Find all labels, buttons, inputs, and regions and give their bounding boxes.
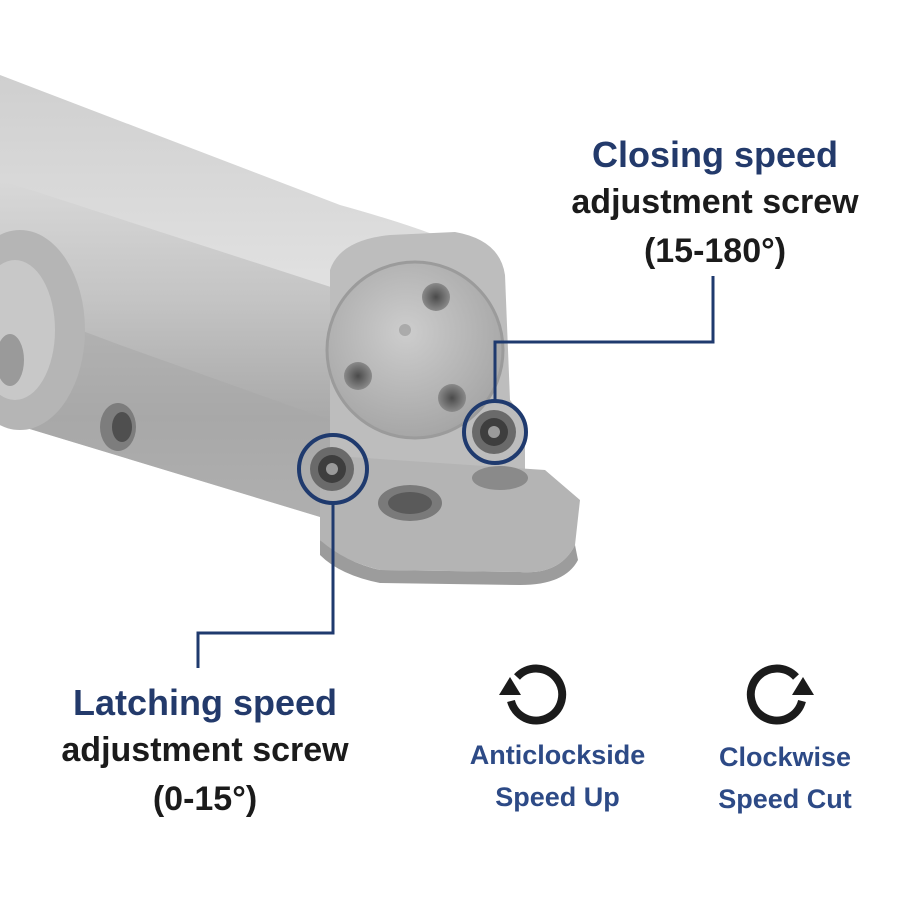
- anticlockwise-arrow-icon: [499, 664, 567, 725]
- closing-leader-line: [493, 276, 715, 400]
- clockwise-line1: Clockwise: [718, 742, 852, 772]
- closing-speed-screw: [472, 410, 516, 454]
- latching-leader-line: [196, 503, 335, 668]
- anticlockwise-label: Anticlockside Speed Up: [440, 734, 675, 818]
- latching-speed-range: (0-15°): [152, 780, 258, 818]
- latching-speed-subtitle: adjustment screw: [61, 731, 349, 769]
- clockwise-line2: Speed Cut: [718, 784, 852, 814]
- clockwise-label: Clockwise Speed Cut: [690, 736, 880, 820]
- closing-speed-range: (15-180°): [643, 232, 787, 270]
- end-cap: [325, 260, 505, 440]
- anticlockwise-line1: Anticlockside: [469, 740, 646, 770]
- closing-speed-subtitle: adjustment screw: [571, 183, 859, 221]
- anticlockwise-line2: Speed Up: [495, 782, 620, 812]
- closing-screw-highlight: [462, 399, 528, 465]
- latching-speed-screw: [310, 447, 354, 491]
- closing-speed-title: Closing speed: [591, 134, 839, 175]
- mounting-holes: [378, 466, 528, 521]
- latching-speed-title: Latching speed: [72, 682, 338, 723]
- clockwise-arrow-icon: [746, 664, 814, 725]
